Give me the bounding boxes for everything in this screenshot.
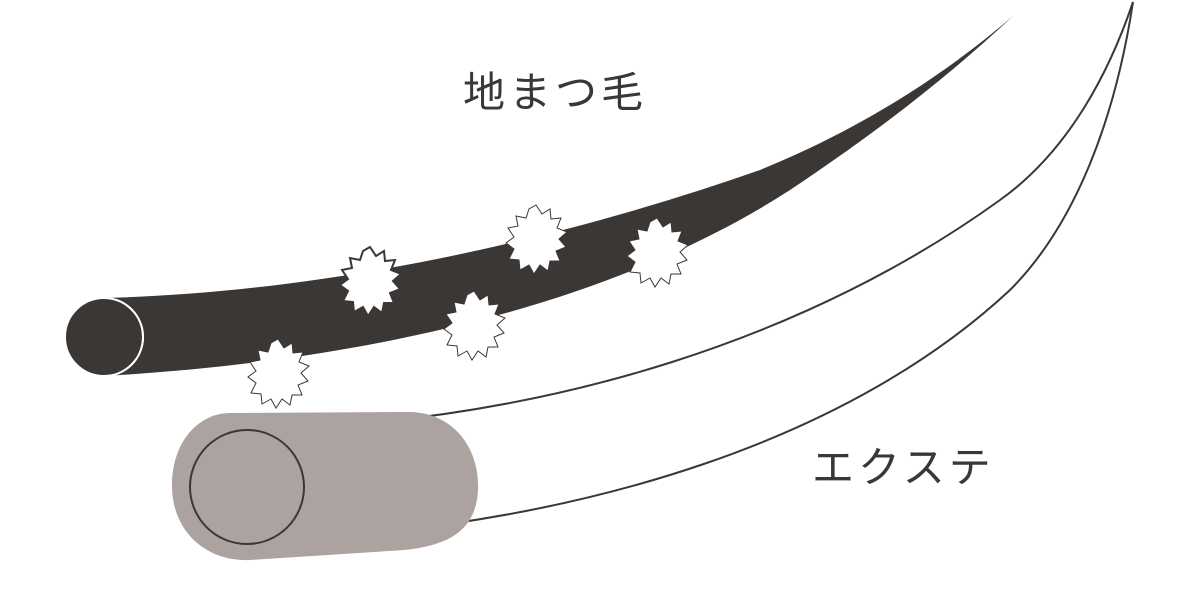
glue-bursts [247,204,689,409]
glue-burst [338,245,403,318]
extension-label: エクステ [812,443,995,492]
natural-lash-label: 地まつ毛 [463,68,648,117]
glue-burst [626,217,689,288]
extension-base-shade [172,412,479,561]
extension-lash-upper-line [239,1,1134,431]
glue-burst [247,338,310,409]
extension-lash-lower-line [239,1,1134,543]
natural-lash-shape [105,16,1013,376]
glue-burst [443,290,506,361]
extension-base-end [189,429,305,545]
natural-lash-base-rim [103,297,144,377]
glue-burst [505,204,568,275]
